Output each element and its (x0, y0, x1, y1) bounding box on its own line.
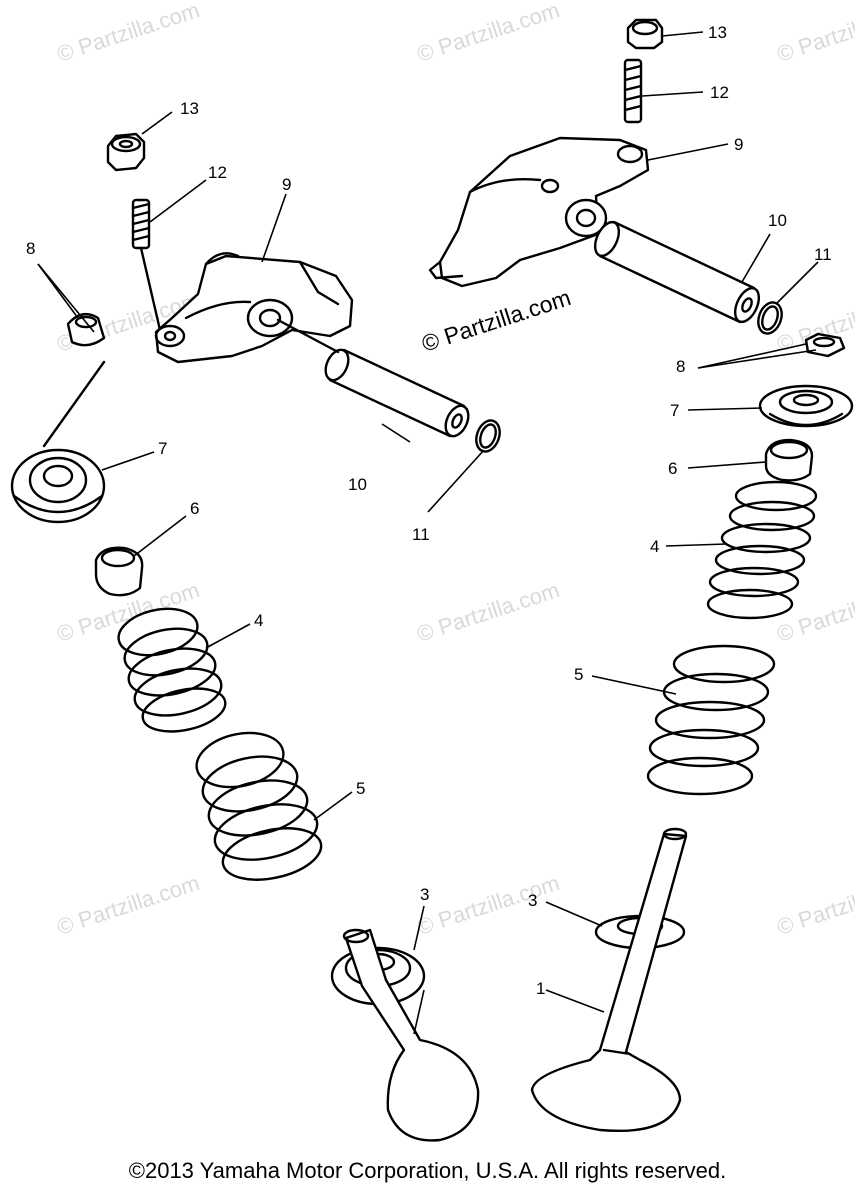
callout-10: 10 (768, 211, 787, 230)
valve-2 (342, 928, 480, 1142)
inner-valve-spring-4-left (117, 607, 227, 733)
valve-stem-seal-6-right (764, 438, 814, 482)
valve-cotter-8-right (804, 332, 846, 358)
callout-6: 6 (668, 459, 677, 478)
watermark: © Partzilla.com (414, 870, 563, 940)
callout-10: 10 (348, 475, 367, 494)
callout-3: 3 (528, 891, 537, 910)
callout-7: 7 (670, 401, 679, 420)
watermark-center: © Partzilla.com (419, 284, 574, 357)
valve-cotter-8-left (66, 312, 106, 347)
callout-13: 13 (180, 99, 199, 118)
outer-valve-spring-5-left (195, 731, 323, 881)
watermark: © Partzilla.com (414, 0, 563, 67)
nut-13-right (626, 18, 664, 50)
callout-11: 11 (412, 525, 430, 544)
outer-valve-spring-5-right (646, 644, 776, 796)
callout-labels: 13 12 9 8 7 10 11 6 4 5 3 13 12 9 10 11 … (26, 23, 832, 998)
watermark: © Partzilla.com (774, 0, 855, 67)
watermark: © Partzilla.com (774, 870, 855, 940)
callout-5: 5 (356, 779, 365, 798)
callout-8: 8 (26, 239, 35, 258)
callout-3: 3 (420, 885, 429, 904)
nut-13-left (106, 132, 146, 172)
callout-9: 9 (734, 135, 743, 154)
adjusting-screw-12-left (131, 198, 162, 332)
callout-6: 6 (190, 499, 199, 518)
callout-13: 13 (708, 23, 727, 42)
valve-stem-seal-6-left (94, 546, 144, 597)
o-ring-11-left (475, 419, 501, 453)
copyright-notice: ©2013 Yamaha Motor Corporation, U.S.A. A… (128, 1158, 727, 1183)
watermark: © Partzilla.com (54, 0, 203, 67)
callout-9: 9 (282, 175, 291, 194)
rocker-shaft-10-left (276, 318, 470, 438)
callout-11: 11 (814, 245, 832, 264)
inner-valve-spring-4-right (706, 480, 818, 620)
spring-retainer-7-right (758, 384, 854, 428)
o-ring-11-right (757, 301, 783, 335)
valve-1 (530, 827, 688, 1132)
callout-4: 4 (254, 611, 263, 630)
rocker-shaft-10-right (593, 220, 761, 324)
callout-8: 8 (676, 357, 685, 376)
watermark: © Partzilla.com (414, 577, 563, 647)
leader-lines (37, 31, 819, 1035)
callout-12: 12 (208, 163, 227, 182)
watermark: © Partzilla.com (54, 870, 203, 940)
adjusting-screw-12-right (623, 58, 643, 124)
callout-7: 7 (158, 439, 167, 458)
callout-5: 5 (574, 665, 583, 684)
callout-12: 12 (710, 83, 729, 102)
callout-1: 1 (536, 979, 545, 998)
spring-retainer-7-left (10, 360, 106, 524)
rocker-arm-9-left (154, 252, 354, 364)
rocker-arm-9-right (428, 136, 650, 288)
callout-4: 4 (650, 537, 659, 556)
